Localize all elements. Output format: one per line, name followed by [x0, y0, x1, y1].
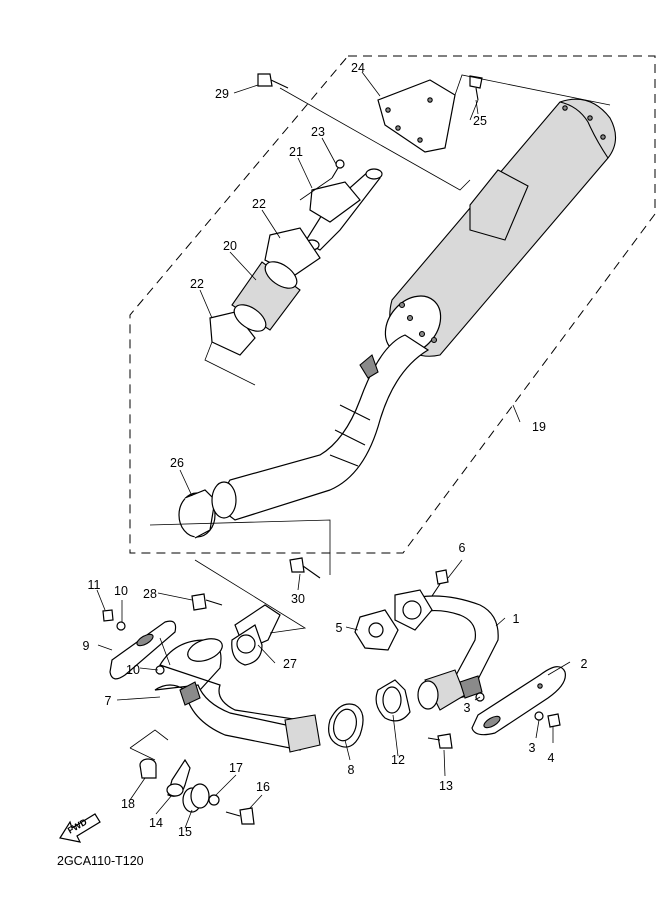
bolt-16	[225, 807, 255, 825]
label-21: 21	[289, 145, 303, 159]
clamp-12	[375, 679, 411, 722]
label-12: 12	[391, 753, 405, 767]
label-10-lower: 10	[126, 663, 140, 677]
label-2: 2	[581, 657, 588, 671]
guide-line-upper	[149, 74, 611, 575]
bolt-23	[331, 159, 345, 179]
gasket-8	[328, 703, 364, 748]
label-25: 25	[473, 114, 487, 128]
muffler-tail-pipe	[214, 334, 430, 521]
damper-18	[139, 758, 157, 779]
diagram-code: 2GCA110-T120	[57, 854, 144, 868]
heat-protector-2	[471, 666, 566, 736]
label-3-far: 3	[529, 741, 536, 755]
bracket-27	[231, 604, 281, 666]
heat-protector-9	[109, 620, 177, 680]
bolt-28	[191, 593, 223, 611]
label-23: 23	[311, 125, 325, 139]
label-26: 26	[170, 456, 184, 470]
bolt-11	[102, 609, 114, 622]
gasket-22-lower	[209, 311, 256, 356]
guide-line-lower	[129, 559, 307, 761]
label-15: 15	[178, 825, 192, 839]
label-28: 28	[143, 587, 157, 601]
label-29: 29	[215, 87, 229, 101]
label-11: 11	[88, 578, 101, 592]
bolt-4	[547, 713, 561, 728]
label-20: 20	[223, 239, 237, 253]
label-14: 14	[149, 816, 163, 830]
header-pipe-1	[394, 589, 499, 711]
label-10-upper: 10	[114, 584, 128, 598]
label-19: 19	[532, 420, 546, 434]
label-17: 17	[229, 761, 243, 775]
label-9: 9	[83, 639, 90, 653]
label-27: 27	[283, 657, 297, 671]
washer-10a	[116, 621, 126, 631]
muffler-assembly-boundary	[129, 55, 656, 554]
leader-lines	[96, 71, 571, 829]
exhaust-pipe-7	[154, 638, 321, 753]
part-labels: 29 24 25 23 21 22 20 22 19 26 30 6 1 5 2…	[83, 61, 588, 839]
inner-pipe-21	[304, 168, 383, 251]
label-22-upper: 22	[252, 197, 266, 211]
label-7: 7	[105, 694, 112, 708]
washer-3b	[534, 711, 544, 721]
bolt-29	[257, 73, 289, 89]
sleeve-gasket-26	[178, 481, 237, 539]
bolt-30	[289, 557, 321, 579]
label-18: 18	[121, 797, 135, 811]
damper-15	[182, 783, 210, 813]
fwd-arrow-icon: FWD	[59, 813, 101, 843]
spark-arrester-screen-20	[231, 261, 301, 332]
label-1: 1	[513, 612, 520, 626]
label-16: 16	[256, 780, 270, 794]
label-8: 8	[348, 763, 355, 777]
label-3-right: 3	[464, 701, 471, 715]
label-24: 24	[351, 61, 365, 75]
bolt-6	[431, 569, 449, 597]
label-6: 6	[459, 541, 466, 555]
collar-17	[208, 794, 220, 806]
bolt-25	[469, 75, 483, 101]
label-30: 30	[291, 592, 305, 606]
label-4: 4	[548, 751, 555, 765]
bracket-14	[166, 758, 191, 797]
label-22-lower: 22	[190, 277, 204, 291]
label-13: 13	[439, 779, 453, 793]
end-cap-24	[377, 79, 456, 153]
bolt-13	[427, 733, 453, 749]
label-5: 5	[336, 621, 343, 635]
